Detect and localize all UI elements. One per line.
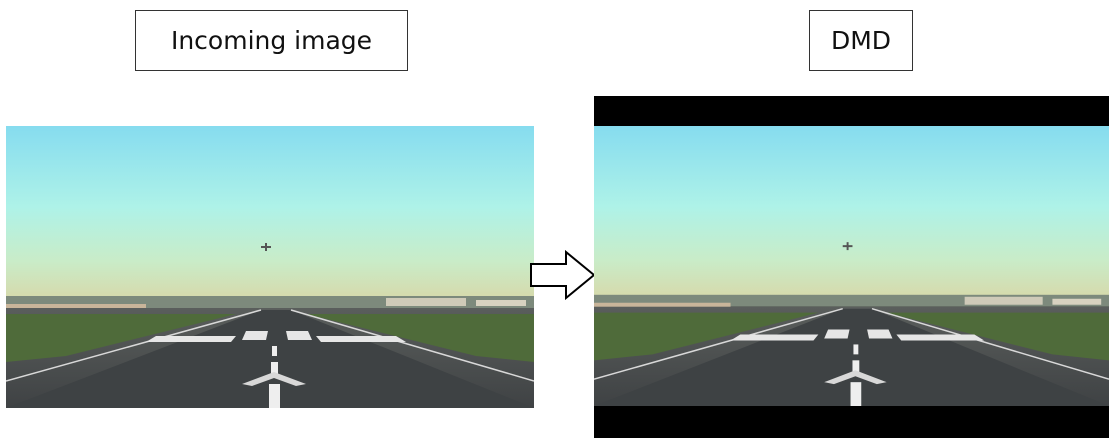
runway-photo bbox=[6, 126, 534, 408]
incoming-image-label: Incoming image bbox=[135, 10, 408, 71]
dmd-image bbox=[594, 126, 1109, 406]
dmd-frame bbox=[594, 96, 1109, 438]
airplane-icon bbox=[261, 243, 271, 251]
right-arrow-icon bbox=[530, 250, 596, 300]
incoming-image bbox=[6, 126, 534, 408]
runway-photo-dmd bbox=[594, 126, 1109, 406]
airplane-icon bbox=[842, 242, 853, 251]
dmd-label: DMD bbox=[809, 10, 913, 71]
